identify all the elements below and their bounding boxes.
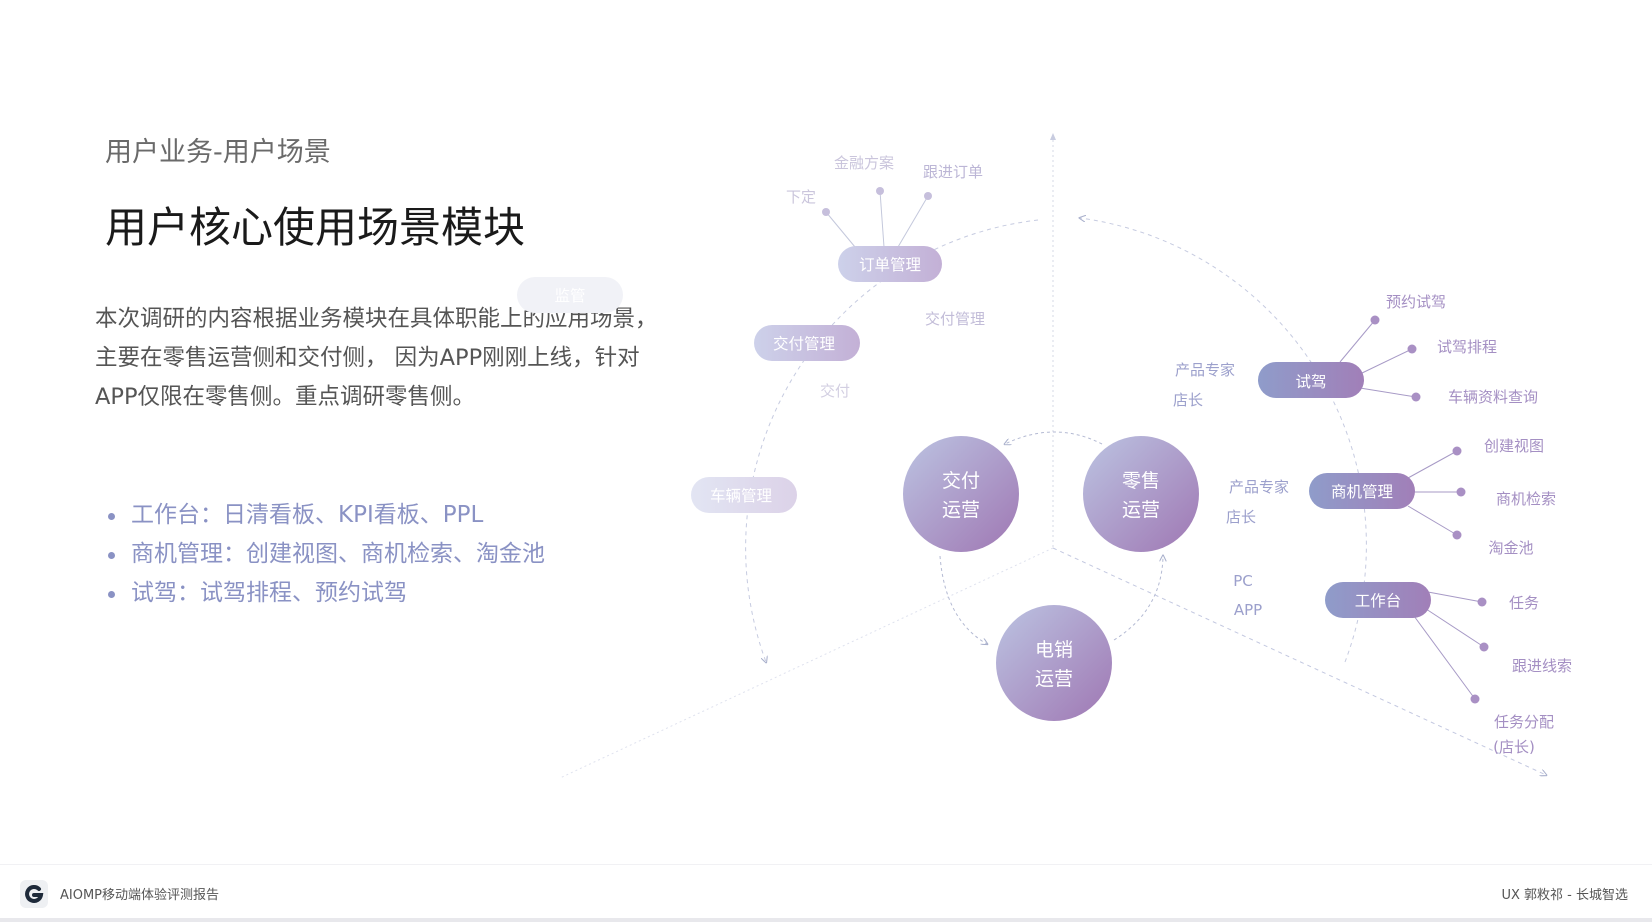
- testdrive-leaf-booking: 预约试驾: [1386, 293, 1446, 311]
- footer-author: UX 郭敉祁 - 长城智选: [1501, 888, 1628, 903]
- circle-telesales-label-2: 运营: [1035, 668, 1073, 690]
- pill-opportunity-label: 商机管理: [1331, 483, 1393, 501]
- pill-supervision-label: 监管: [554, 287, 585, 305]
- pill-delivery-mgmt: [754, 325, 860, 361]
- circle-retail-label-2: 运营: [1122, 499, 1160, 521]
- label-deliver: 交付: [820, 382, 850, 400]
- feature-item-opportunity: 商机管理：创建视图、商机检索、淘金池: [105, 535, 545, 574]
- opportunity-leaf-pool: 淘金池: [1488, 539, 1533, 557]
- opportunity-leaf-create-view: 创建视图: [1484, 437, 1544, 455]
- opportunity-branch: 商机管理 创建视图 商机检索 淘金池 产品专家 店长: [1226, 437, 1556, 557]
- circle-delivery-ops: 交付 运营: [903, 436, 1019, 552]
- workbench-leaf-follow-leads: 跟进线索: [1512, 657, 1572, 675]
- footer-report-name: AIOMP移动端体验评测报告: [60, 888, 220, 903]
- inner-arc-top: [1005, 431, 1103, 444]
- inner-arc-left: [939, 555, 987, 644]
- pill-workbench-label: 工作台: [1355, 592, 1402, 610]
- circle-retail-label-1: 零售: [1122, 470, 1160, 492]
- testdrive-leaf-vehicle-info: 车辆资料查询: [1448, 388, 1538, 406]
- pill-opportunity: [1309, 473, 1415, 509]
- testdrive-branch: 试驾 预约试驾 试驾排程 车辆资料查询 产品专家 店长: [1173, 293, 1538, 409]
- opportunity-role-1: 产品专家: [1229, 478, 1289, 496]
- workbench-leaf-assign: 任务分配: [1494, 713, 1554, 731]
- circle-delivery-label-1: 交付: [942, 470, 980, 492]
- feature-item-testdrive: 试驾：试驾排程、预约试驾: [105, 574, 545, 613]
- brand-logo-icon: [20, 880, 48, 908]
- bottom-strip: [0, 918, 1652, 922]
- pill-vehicle-mgmt: [691, 477, 797, 513]
- circle-telesales-ops: 电销 运营: [996, 605, 1112, 721]
- opportunity-role-2: 店长: [1226, 508, 1256, 526]
- footer: AIOMP移动端体验评测报告 UX 郭敉祁 - 长城智选: [0, 864, 1652, 923]
- workbench-leaf-task: 任务: [1509, 594, 1539, 612]
- pill-testdrive-label: 试驾: [1295, 373, 1326, 391]
- axis-right: [1052, 547, 1546, 775]
- order-leaf-finance: 金融方案: [834, 154, 894, 172]
- pill-workbench: [1325, 582, 1431, 618]
- workbench-branch: 工作台 任务 跟进线索 任务分配 (店长) PC APP: [1233, 572, 1572, 756]
- pill-delivery-mgmt-label: 交付管理: [773, 335, 835, 353]
- testdrive-role-1: 产品专家: [1175, 361, 1235, 379]
- feature-item-workbench: 工作台：日清看板、KPI看板、PPL: [105, 496, 545, 535]
- outer-arc-left: [745, 219, 1039, 662]
- testdrive-leaf-schedule: 试驾排程: [1437, 338, 1497, 356]
- axis-vertical-arrowhead: [1050, 133, 1056, 140]
- description: 本次调研的内容根据业务模块在具体职能上的应用场景， 主要在零售运营侧和交付侧， …: [95, 300, 685, 417]
- opportunity-leaf-search: 商机检索: [1496, 490, 1556, 508]
- workbench-leaf-assign-note: (店长): [1493, 738, 1535, 756]
- circle-delivery-label-2: 运营: [942, 499, 980, 521]
- circle-telesales-label-1: 电销: [1035, 639, 1073, 661]
- circle-retail-ops: 零售 运营: [1083, 436, 1199, 552]
- order-leaf-follow: 跟进订单: [923, 163, 983, 181]
- platform-app: APP: [1234, 601, 1262, 619]
- description-line: APP仅限在零售侧。重点调研零售侧。: [95, 384, 476, 410]
- platform-pc: PC: [1233, 572, 1253, 590]
- axis-left: [559, 547, 1054, 779]
- label-delivery-mgmt: 交付管理: [925, 310, 985, 328]
- order-leaf-deposit: 下定: [786, 188, 816, 206]
- order-branch: 订单管理 下定 金融方案 跟进订单: [786, 154, 983, 282]
- pill-testdrive: [1258, 362, 1364, 398]
- description-line: 主要在零售运营侧和交付侧， 因为APP刚刚上线，针对: [95, 345, 640, 371]
- testdrive-role-2: 店长: [1173, 391, 1203, 409]
- page-subtitle: 用户业务-用户场景: [105, 137, 331, 168]
- page-title: 用户核心使用场景模块: [105, 203, 526, 252]
- scenario-diagram: 交付 运营 零售 运营 电销 运营 订单管理 下定 金融方案 跟进订单 交付管理…: [517, 133, 1572, 779]
- feature-list: 工作台：日清看板、KPI看板、PPL 商机管理：创建视图、商机检索、淘金池 试驾…: [105, 496, 545, 613]
- pill-order-mgmt: [838, 246, 942, 282]
- pill-vehicle-mgmt-label: 车辆管理: [710, 487, 772, 505]
- inner-arc-right: [1113, 556, 1163, 641]
- pill-supervision: [517, 277, 623, 313]
- pill-order-mgmt-label: 订单管理: [859, 256, 921, 274]
